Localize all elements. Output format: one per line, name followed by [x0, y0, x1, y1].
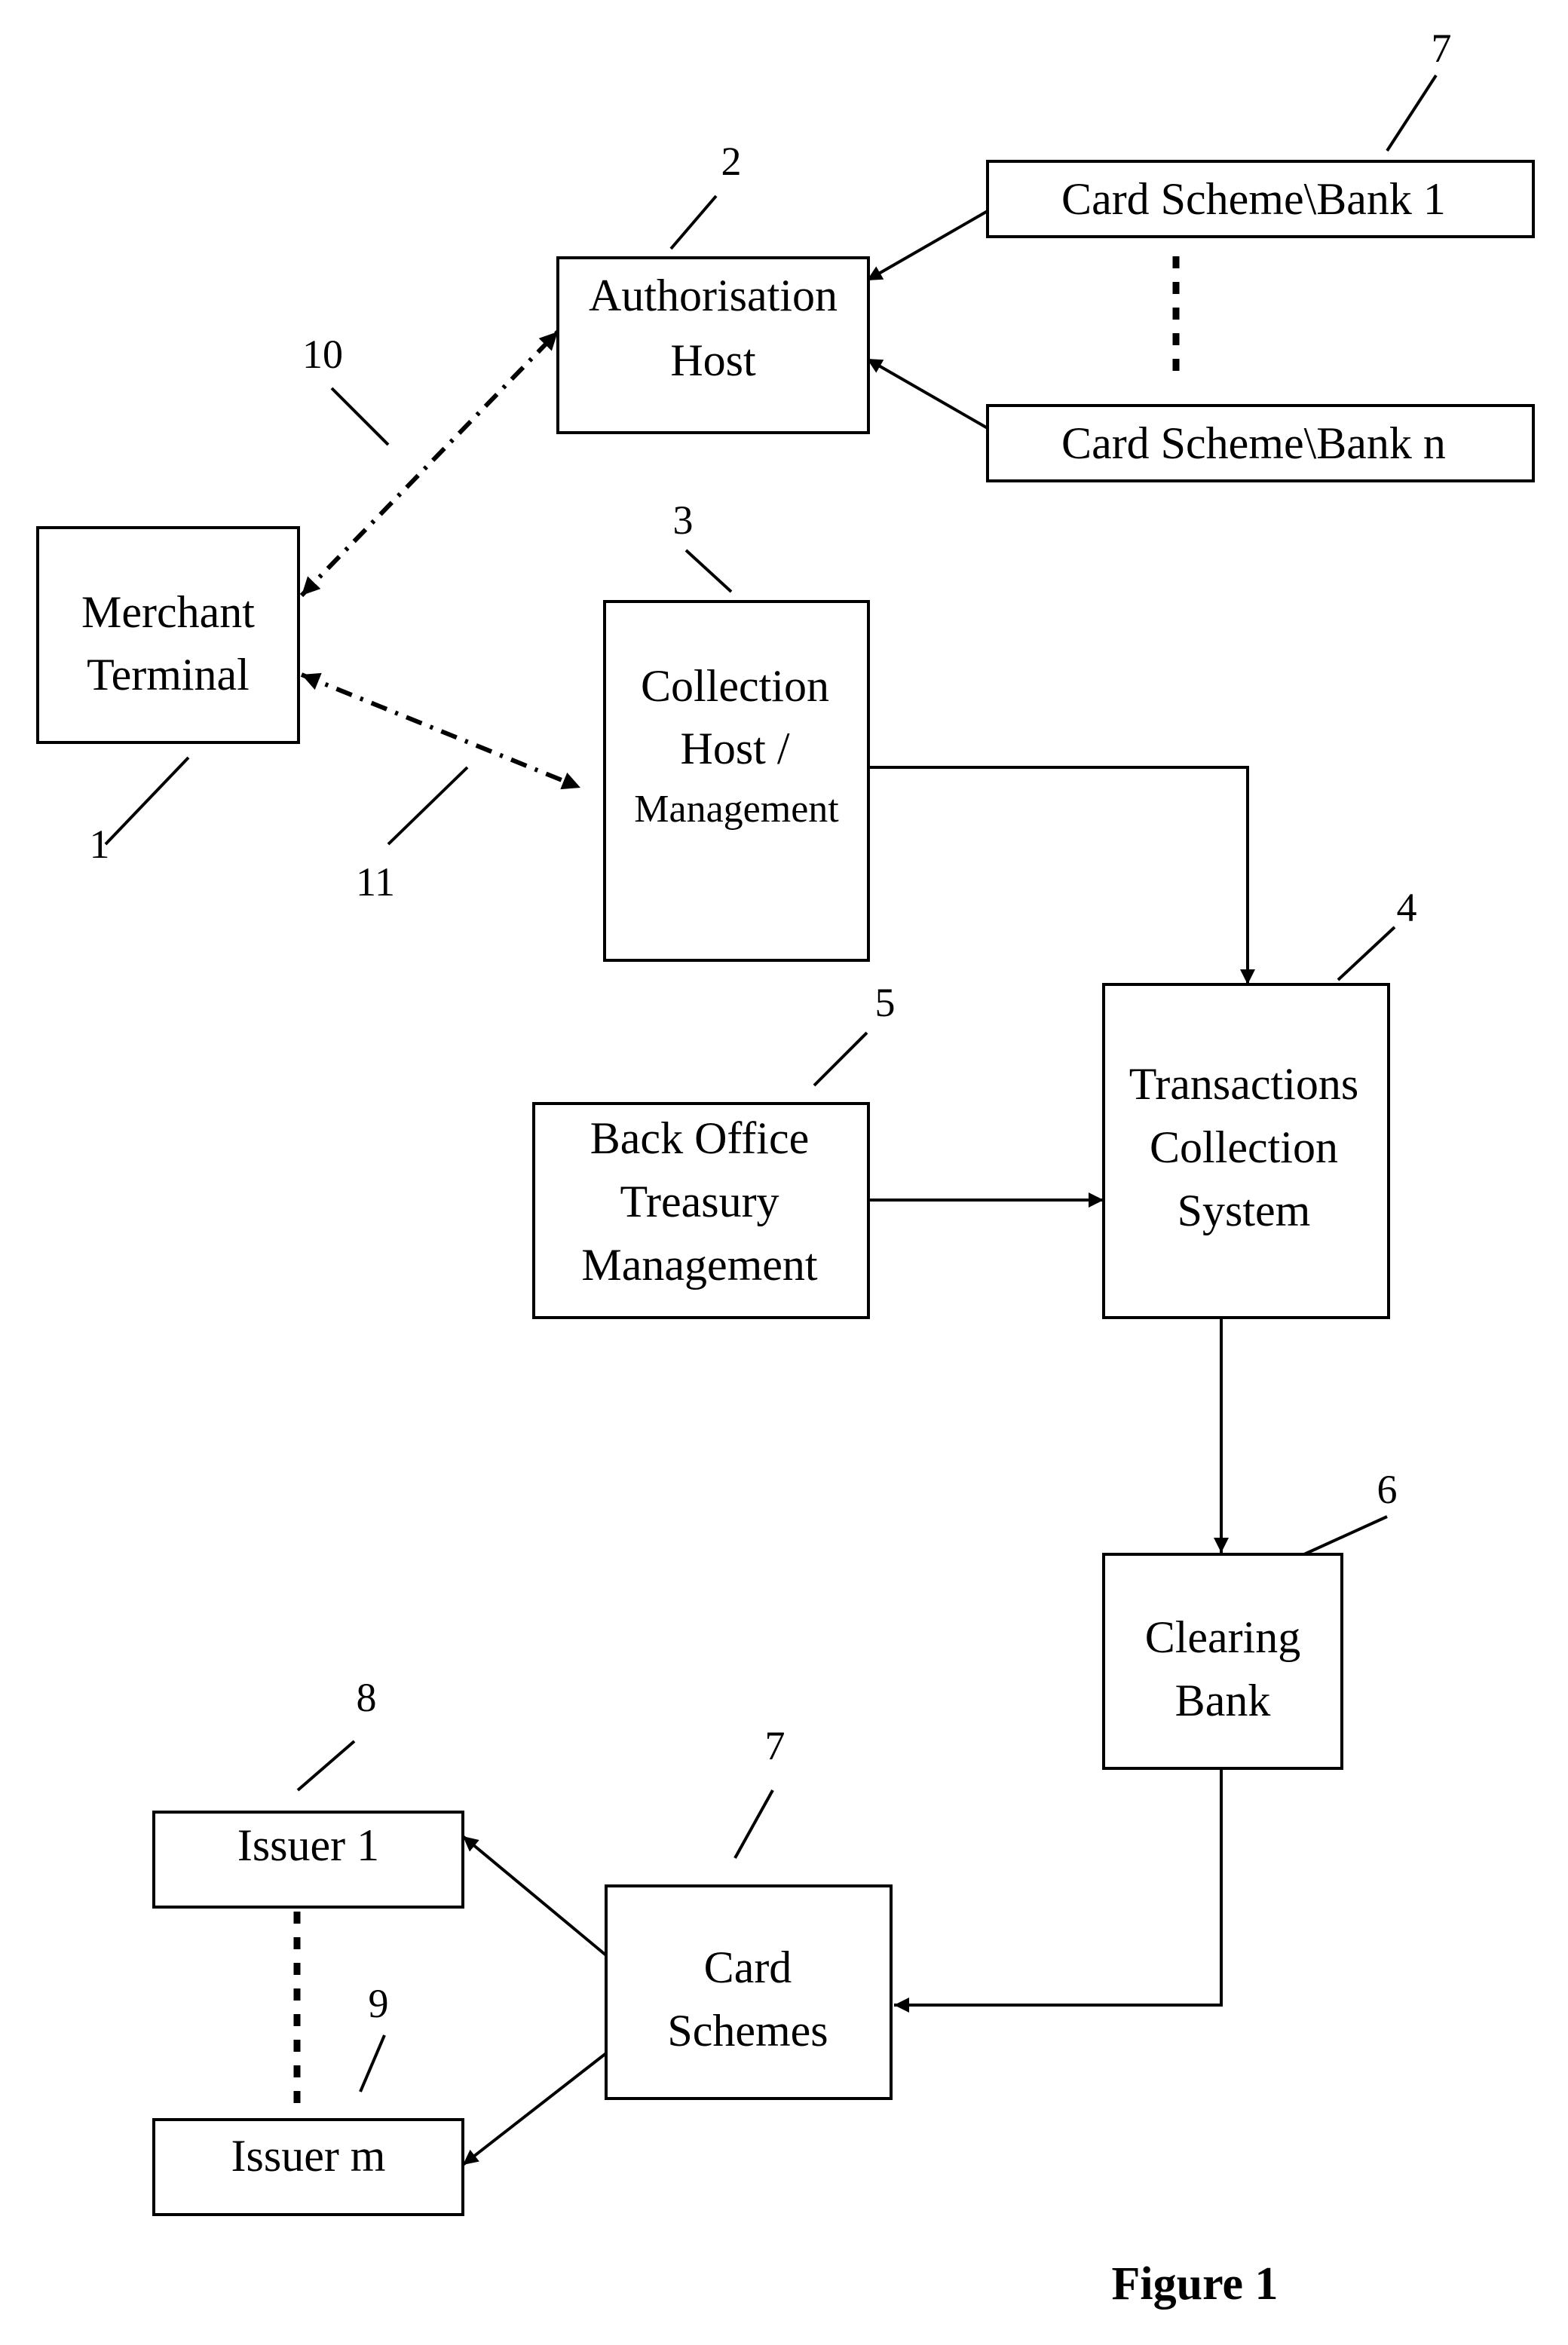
- cardschemes-to-issuer1-arrow: [463, 1836, 606, 1955]
- clearing-bank-box: Clearing Bank: [1104, 1554, 1342, 1768]
- card-scheme-bank-n-box: Card Scheme\Bank n: [988, 406, 1533, 481]
- transactions-label-3: System: [1178, 1186, 1311, 1235]
- merchant-terminal-label-2: Terminal: [87, 650, 250, 700]
- figure-caption: Figure 1: [1112, 2258, 1279, 2310]
- merchant-terminal-label-1: Merchant: [81, 587, 255, 637]
- collection-host-label-2: Host /: [680, 724, 789, 773]
- ref-num-card-schemes: 7: [765, 1723, 786, 1768]
- card-schemes-label-1: Card: [704, 1942, 792, 1992]
- back-office-label-2: Treasury: [620, 1177, 779, 1226]
- ref-num-back-office: 5: [875, 980, 896, 1025]
- ref-leader-2: [671, 196, 716, 249]
- issuer-1-box: Issuer 1: [154, 1812, 463, 1907]
- collection-to-transactions-arrow: [868, 767, 1248, 984]
- ref-num-collection-link: 11: [356, 859, 395, 905]
- ref-leader-6: [1304, 1517, 1387, 1554]
- ref-leader-1: [106, 758, 188, 844]
- authorisation-host-label-1: Authorisation: [589, 271, 838, 320]
- clearing-to-cardschemes-arrow: [894, 1768, 1221, 2005]
- ref-leader-9: [360, 2035, 384, 2092]
- back-office-box: Back Office Treasury Management: [534, 1104, 868, 1318]
- ref-leader-11: [388, 767, 467, 844]
- card-scheme-bank-1-label: Card Scheme\Bank 1: [1061, 174, 1446, 224]
- ref-num-merchant-terminal: 1: [90, 822, 110, 867]
- authorisation-host-box: Authorisation Host: [558, 258, 868, 433]
- issuer-1-label: Issuer 1: [237, 1820, 379, 1870]
- ref-num-issuer-1: 8: [357, 1675, 377, 1720]
- collection-host-label-1: Collection: [641, 661, 829, 711]
- card-scheme-bank-n-label: Card Scheme\Bank n: [1061, 418, 1446, 468]
- ref-num-collection-host: 3: [673, 497, 694, 543]
- ref-num-auth-link: 10: [302, 332, 343, 377]
- merchant-terminal-box: Merchant Terminal: [38, 528, 299, 742]
- ref-leader-8: [298, 1741, 354, 1790]
- ref-leader-7-bottom: [735, 1790, 773, 1858]
- ref-leader-3: [686, 550, 731, 592]
- ref-leader-4: [1338, 927, 1395, 980]
- card-schemes-box: Card Schemes: [606, 1886, 891, 2099]
- transactions-collection-system-box: Transactions Collection System: [1104, 984, 1389, 1318]
- ref-leader-10: [332, 388, 388, 445]
- clearing-bank-label-1: Clearing: [1145, 1612, 1301, 1662]
- ref-num-card-scheme-bank: 7: [1432, 26, 1452, 71]
- ref-num-transactions: 4: [1397, 885, 1417, 930]
- card-scheme-bank-1-box: Card Scheme\Bank 1: [988, 161, 1533, 237]
- authorisation-host-label-2: Host: [670, 335, 756, 385]
- bank1-to-auth-arrow: [867, 211, 988, 280]
- bankn-to-auth-arrow: [867, 359, 988, 428]
- back-office-label-3: Management: [581, 1240, 818, 1290]
- cardschemes-to-issuerm-arrow: [463, 2053, 606, 2165]
- transactions-label-2: Collection: [1150, 1122, 1338, 1172]
- ref-num-issuer-m: 9: [369, 1981, 389, 2026]
- issuer-m-label: Issuer m: [231, 2131, 386, 2181]
- transactions-label-1: Transactions: [1129, 1059, 1358, 1109]
- collection-host-label-3: Management: [634, 788, 839, 831]
- ref-leader-7-top: [1387, 75, 1436, 151]
- clearing-bank-label-2: Bank: [1175, 1676, 1271, 1725]
- back-office-label-1: Back Office: [590, 1113, 809, 1163]
- ref-leader-5: [814, 1033, 867, 1085]
- card-schemes-label-2: Schemes: [667, 2006, 828, 2056]
- collection-host-box: Collection Host / Management: [605, 602, 868, 960]
- merchant-collection-link: [302, 675, 580, 788]
- issuer-m-box: Issuer m: [154, 2120, 463, 2215]
- ref-num-authorisation-host: 2: [721, 139, 742, 184]
- ref-num-clearing-bank: 6: [1377, 1467, 1398, 1512]
